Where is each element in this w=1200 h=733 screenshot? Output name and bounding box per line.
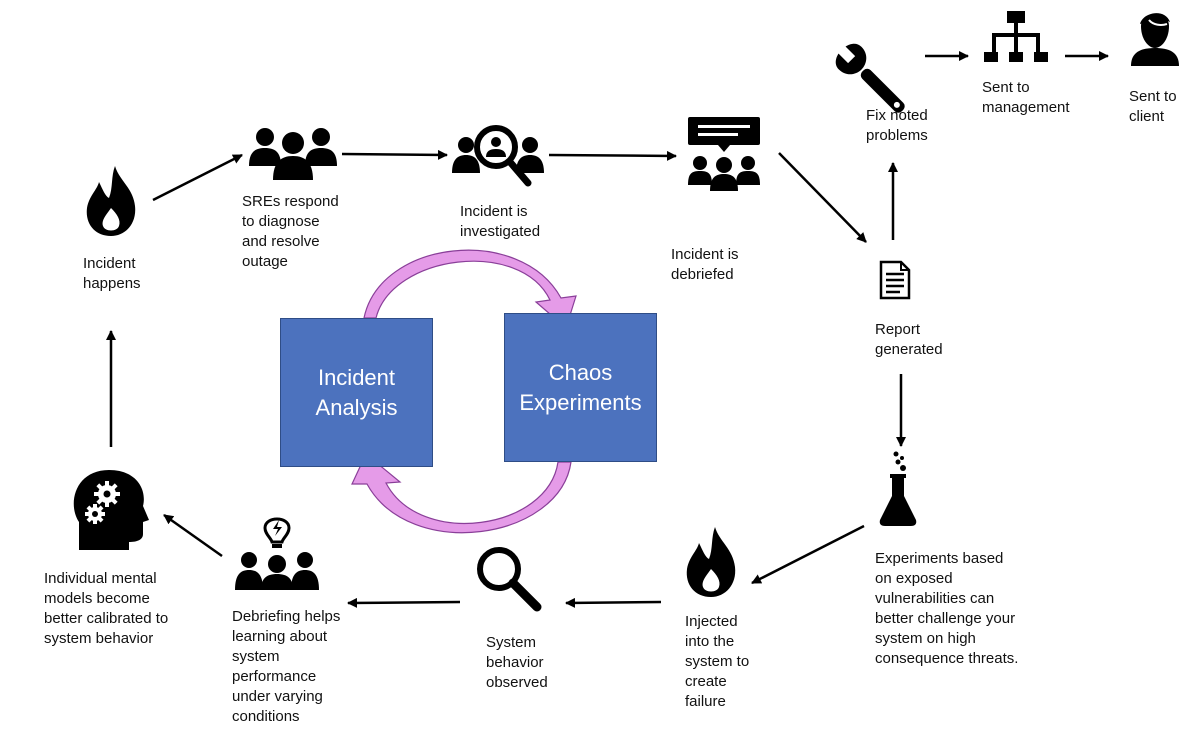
incident-analysis-box: Incident Analysis [280, 318, 433, 467]
label-sres-respond: SREs respond to diagnose and resolve out… [242, 193, 339, 270]
flame-icon [686, 527, 736, 597]
document-icon [879, 260, 911, 300]
label-experiments-based: Experiments based on exposed vulnerabili… [875, 550, 1019, 667]
people-group-icon [249, 128, 337, 180]
arrow-sres-to-investigated [341, 149, 448, 160]
wrench-icon [833, 41, 905, 113]
label-injected: Injected into the system to create failu… [685, 613, 750, 710]
label-fix-noted: Fix noted problems [866, 107, 928, 144]
arrow-observed-to-debriefing [347, 597, 461, 608]
meeting-icon [688, 117, 760, 191]
label-report-generated: Report generated [875, 321, 943, 358]
label-incident-investigated: Incident is investigated [460, 203, 541, 240]
incident-analysis-label: Incident Analysis [315, 364, 398, 420]
label-debriefing-helps: Debriefing helps learning about system p… [232, 608, 341, 725]
label-incident-debriefed: Incident is debriefed [671, 246, 739, 283]
people-search-icon [452, 125, 544, 187]
label-sent-to-client: Sent to client [1129, 88, 1177, 125]
cycle-arrow-top [363, 249, 577, 330]
chaos-experiments-box: Chaos Experiments [504, 313, 657, 462]
idea-people-icon [235, 517, 319, 590]
magnifier-icon [477, 547, 542, 612]
arrow-experiments-to-injected [751, 524, 865, 585]
flask-icon [879, 451, 917, 526]
arrow-investigated-to-debriefed [548, 150, 677, 161]
org-chart-icon [984, 11, 1048, 62]
arrow-injected-to-observed [565, 597, 662, 608]
head-gears-icon [73, 470, 150, 550]
person-icon [1131, 13, 1179, 66]
cycle-arrow-bottom [351, 453, 572, 534]
arrow-happens-to-sres [152, 153, 243, 202]
label-sent-to-management: Sent to management [982, 79, 1070, 116]
label-mental-models: Individual mental models become better c… [44, 570, 169, 647]
label-incident-happens: Incident happens [83, 255, 141, 292]
label-system-observed: System behavior observed [486, 634, 548, 691]
arrow-debriefing-to-mental [163, 513, 223, 558]
arrow-debriefed-to-report [778, 152, 867, 243]
flame-icon [86, 166, 136, 236]
chaos-experiments-label: Chaos Experiments [519, 359, 642, 415]
